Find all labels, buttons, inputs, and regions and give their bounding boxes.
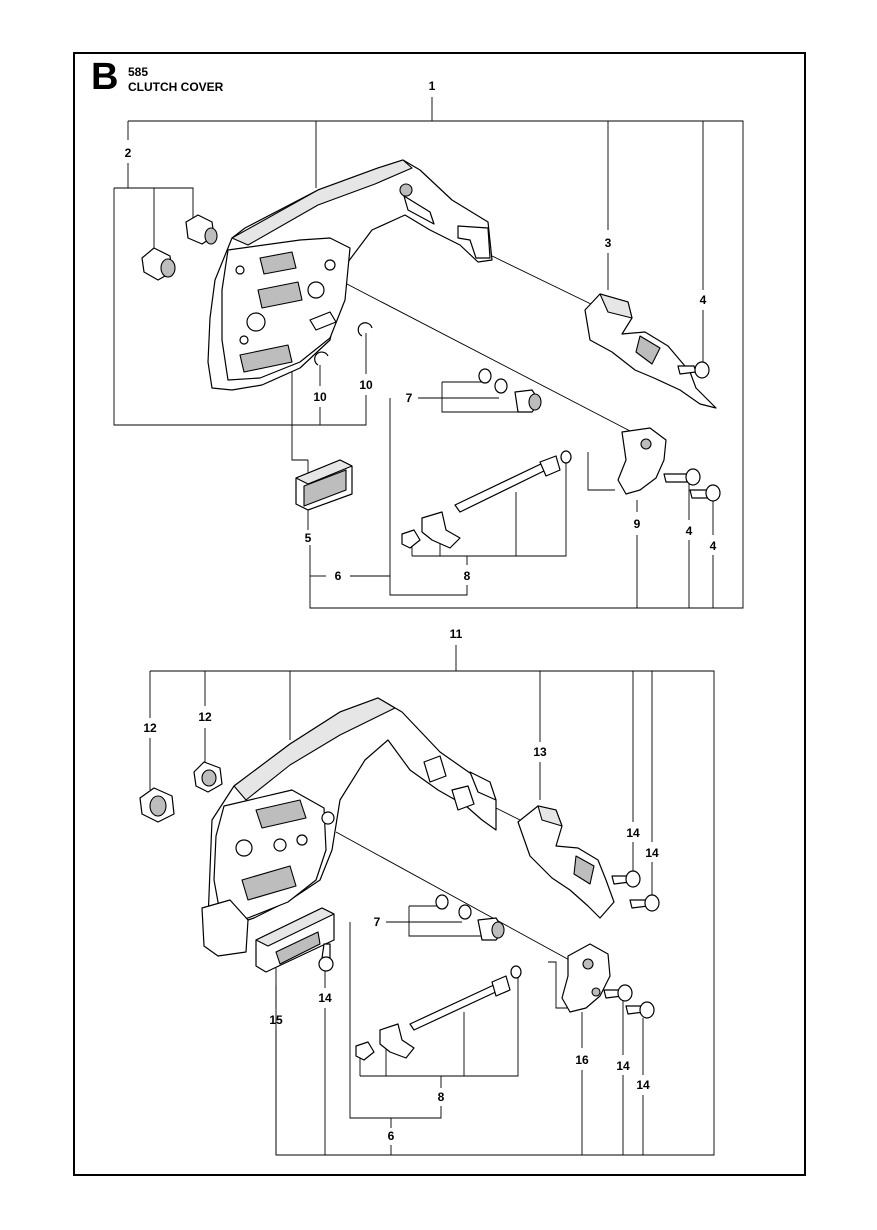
callout-6-lower: 6 bbox=[388, 1129, 395, 1143]
callout-14d: 14 bbox=[616, 1059, 630, 1073]
upper-clutch-cover bbox=[207, 159, 493, 391]
lower-spacer-7 bbox=[477, 917, 505, 941]
section-title: CLUTCH COVER bbox=[128, 80, 224, 94]
callout-12a: 12 bbox=[198, 710, 212, 724]
upper-washer-7b bbox=[494, 378, 508, 394]
callout-4a: 4 bbox=[700, 293, 707, 307]
lower-screw-14a bbox=[611, 870, 641, 888]
upper-washer-7a bbox=[478, 368, 492, 384]
section-letter: B bbox=[91, 56, 119, 98]
callout-4b: 4 bbox=[686, 524, 693, 538]
upper-tensioner-8 bbox=[401, 450, 572, 549]
upper-ring-10a bbox=[314, 351, 329, 366]
callout-7-lower: 7 bbox=[374, 915, 381, 929]
lower-plate-16 bbox=[561, 943, 611, 1013]
drawing-frame bbox=[73, 52, 806, 1176]
lower-nut-12b bbox=[139, 787, 175, 823]
callout-10b: 10 bbox=[313, 390, 327, 404]
callout-16: 16 bbox=[575, 1053, 589, 1067]
callout-15: 15 bbox=[269, 1013, 283, 1027]
callout-8-lower: 8 bbox=[438, 1090, 445, 1104]
callout-14b: 14 bbox=[645, 846, 659, 860]
upper-catcher-3 bbox=[584, 293, 717, 409]
upper-nut-2b bbox=[141, 247, 176, 281]
callout-2: 2 bbox=[125, 146, 132, 160]
callout-14c: 14 bbox=[318, 991, 332, 1005]
callout-12b: 12 bbox=[143, 721, 157, 735]
upper-leader-lines bbox=[113, 97, 744, 609]
lower-screw-14d bbox=[603, 984, 633, 1002]
lower-leader-lines bbox=[149, 645, 715, 1156]
callout-8: 8 bbox=[464, 569, 471, 583]
lower-screw-14e bbox=[625, 1001, 655, 1019]
upper-pad-5 bbox=[295, 459, 353, 511]
callout-5: 5 bbox=[305, 531, 312, 545]
callout-6: 6 bbox=[335, 569, 342, 583]
callout-9: 9 bbox=[634, 517, 641, 531]
lower-washer-7a bbox=[435, 894, 449, 910]
model-number: 585 bbox=[128, 65, 149, 79]
callout-4c: 4 bbox=[710, 539, 717, 553]
lower-clutch-cover bbox=[201, 697, 497, 957]
lower-catcher-13 bbox=[517, 805, 615, 919]
upper-screw-4b bbox=[663, 468, 701, 486]
upper-ring-10b bbox=[357, 322, 373, 337]
lower-tensioner-8 bbox=[355, 965, 522, 1061]
upper-spacer-7 bbox=[514, 389, 542, 413]
upper-screw-4c bbox=[689, 484, 721, 502]
lower-nut-12a bbox=[193, 761, 223, 793]
lower-washer-7b bbox=[458, 904, 472, 920]
callout-1: 1 bbox=[429, 79, 436, 93]
callout-14a: 14 bbox=[626, 826, 640, 840]
callout-10a: 10 bbox=[359, 378, 373, 392]
callout-11: 11 bbox=[450, 627, 463, 641]
upper-plate-9 bbox=[617, 427, 667, 495]
lower-pad-15 bbox=[255, 907, 335, 973]
callout-7: 7 bbox=[406, 391, 413, 405]
callout-3: 3 bbox=[605, 236, 612, 250]
callout-14e: 14 bbox=[636, 1078, 650, 1092]
lower-screw-14c bbox=[318, 943, 334, 972]
upper-screw-4a bbox=[677, 361, 710, 379]
upper-nut-2a bbox=[185, 214, 218, 245]
lower-assembly: 11 12 12 13 14 14 7 14 15 16 14 14 8 6 bbox=[139, 627, 715, 1156]
callout-13: 13 bbox=[533, 745, 547, 759]
upper-assembly: 1 2 3 4 10 10 7 9 4 5 4 6 8 bbox=[113, 79, 744, 609]
lower-screw-14b bbox=[629, 894, 660, 912]
